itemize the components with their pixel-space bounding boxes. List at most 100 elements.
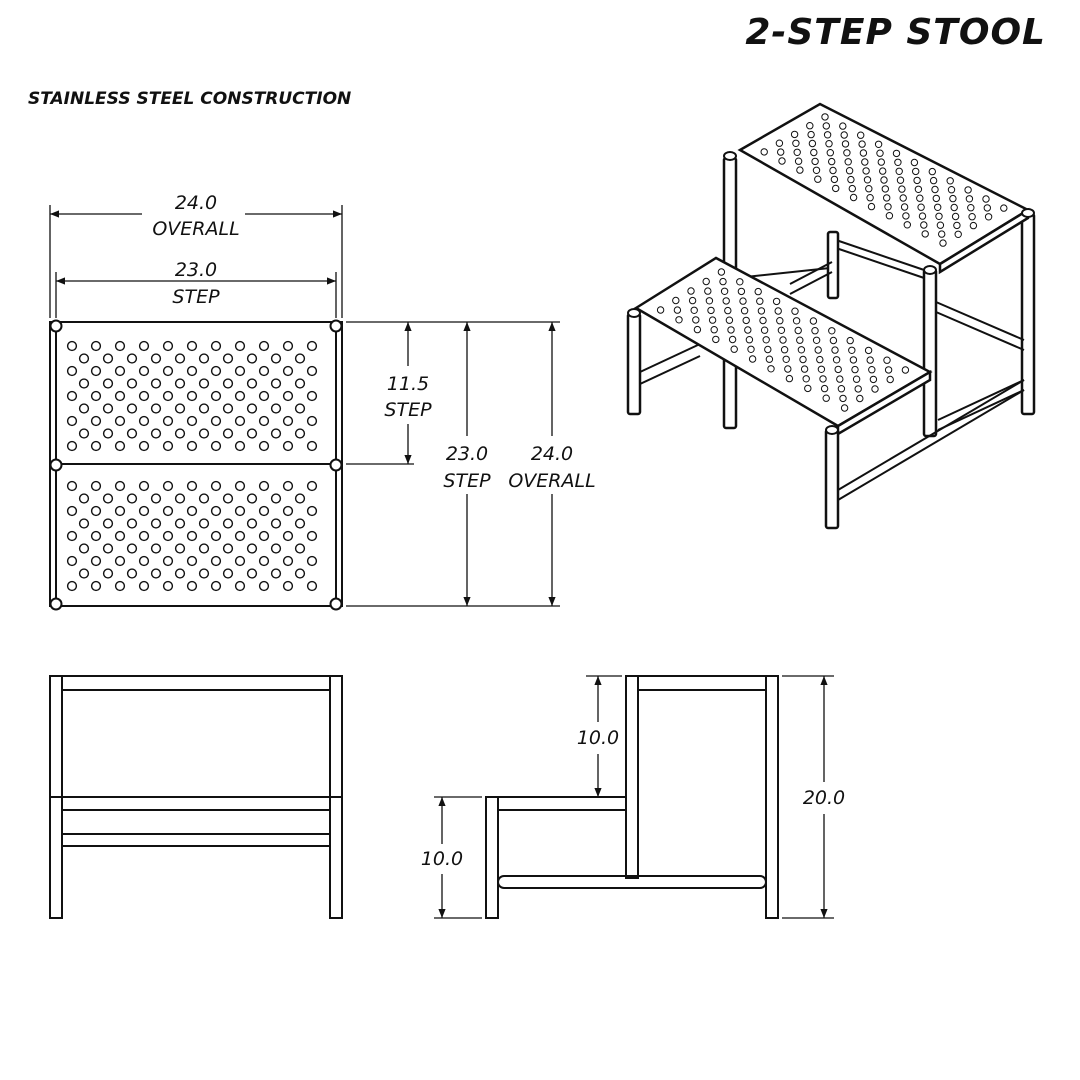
perforation-hole: [138, 555, 150, 567]
perforation-hole: [687, 287, 695, 295]
perforation-hole: [849, 356, 858, 364]
perforation-hole: [66, 555, 78, 567]
perforation-hole: [837, 385, 846, 393]
perforation-hole: [946, 177, 954, 185]
iso-leg-cap: [1021, 208, 1035, 218]
perforation-hole: [894, 158, 902, 167]
side-view-dimensions: 10.0 10.0 20.0: [421, 675, 845, 919]
perforation-hole: [222, 518, 234, 529]
perforation-hole: [138, 580, 150, 592]
perforation-hole: [282, 415, 294, 427]
perforation-hole: [799, 355, 807, 364]
perforation-hole: [114, 580, 126, 592]
perforation-hole: [258, 390, 270, 402]
perforation-hole: [938, 230, 946, 238]
perforation-hole: [792, 317, 801, 325]
drawing-subtitle: STAINLESS STEEL CONSTRUCTION: [28, 89, 351, 109]
isometric-view: [626, 102, 1036, 530]
perforation-hole: [90, 390, 102, 402]
perforation-hole: [840, 131, 848, 139]
perforation-hole: [114, 365, 126, 377]
perforation-hole: [739, 297, 747, 305]
perforation-hole: [186, 340, 198, 352]
perforation-hole: [66, 390, 78, 402]
perforation-hole: [210, 365, 222, 377]
perforation-hole: [776, 317, 784, 325]
side-view-mid-leg: [625, 675, 639, 879]
perforation-hole: [66, 365, 78, 377]
perforation-hole: [900, 203, 909, 211]
perforation-hole: [294, 378, 306, 389]
perforation-hole: [258, 365, 270, 377]
perforation-hole: [258, 340, 270, 352]
dim-overall-height-value: 20.0: [803, 787, 845, 809]
perforation-hole: [210, 555, 222, 567]
perforation-hole: [913, 176, 921, 185]
iso-crossbar: [835, 247, 931, 281]
perforation-hole: [138, 340, 150, 352]
perforation-hole: [234, 440, 246, 452]
iso-leg-cap: [627, 308, 641, 318]
perforation-hole: [102, 543, 114, 554]
perforation-hole: [114, 440, 126, 452]
perforation-hole: [862, 167, 870, 175]
perforation-hole: [884, 203, 892, 211]
perforation-hole: [760, 326, 769, 334]
dim-total-step-depth-value: 23.0: [446, 443, 488, 465]
perforation-hole: [282, 340, 294, 352]
perforation-hole: [186, 365, 198, 377]
perforation-hole: [234, 415, 246, 427]
perforation-hole: [114, 555, 126, 567]
perforation-hole: [306, 555, 318, 567]
perforation-hole: [877, 158, 885, 166]
perforation-hole: [270, 353, 282, 364]
perforation-hole: [778, 157, 786, 165]
perforation-hole: [895, 167, 903, 176]
perforation-hole: [198, 378, 210, 389]
perforation-hole: [102, 353, 114, 364]
perforation-hole: [282, 530, 294, 542]
perforation-hole: [794, 157, 803, 165]
perforation-hole: [186, 580, 198, 592]
perforation-hole: [138, 440, 150, 452]
perforation-hole: [234, 505, 246, 517]
perforation-hole: [672, 296, 680, 305]
perforation-hole: [742, 316, 750, 325]
perforation-hole: [847, 175, 855, 184]
perforation-hole: [821, 113, 829, 121]
perforation-hole: [90, 505, 102, 517]
perforation-hole: [114, 390, 126, 402]
perforation-hole: [892, 149, 901, 158]
perforation-hole: [138, 530, 150, 542]
perforation-hole: [114, 480, 126, 492]
perforation-hole: [935, 212, 943, 221]
perforation-hole: [246, 428, 258, 439]
perforation-hole: [843, 149, 851, 157]
perforation-hole: [871, 385, 879, 393]
perforation-hole: [270, 568, 282, 579]
perforation-hole: [785, 374, 794, 383]
perforation-hole: [90, 415, 102, 427]
perforation-hole: [126, 353, 138, 364]
lower-step-holes: [66, 480, 318, 592]
perforation-hole: [210, 530, 222, 542]
perforation-hole: [779, 336, 787, 344]
perforation-hole: [866, 194, 874, 202]
perforation-hole: [816, 355, 824, 364]
dim-step-depth-label: STEP: [384, 399, 432, 421]
perforation-hole: [705, 297, 714, 305]
perforation-hole: [198, 543, 210, 554]
perforation-hole: [90, 480, 102, 492]
perforation-hole: [246, 378, 258, 389]
perforation-hole: [863, 176, 872, 184]
perforation-hole: [762, 336, 770, 344]
perforation-hole: [828, 157, 836, 166]
perforation-hole: [918, 212, 927, 220]
perforation-hole: [102, 378, 114, 389]
perforation-hole: [78, 543, 90, 554]
perforation-hole: [845, 167, 854, 175]
perforation-hole: [210, 390, 222, 402]
dim-upper-rise-value: 10.0: [577, 727, 619, 749]
perforation-hole: [725, 316, 734, 324]
perforation-hole: [784, 365, 792, 373]
